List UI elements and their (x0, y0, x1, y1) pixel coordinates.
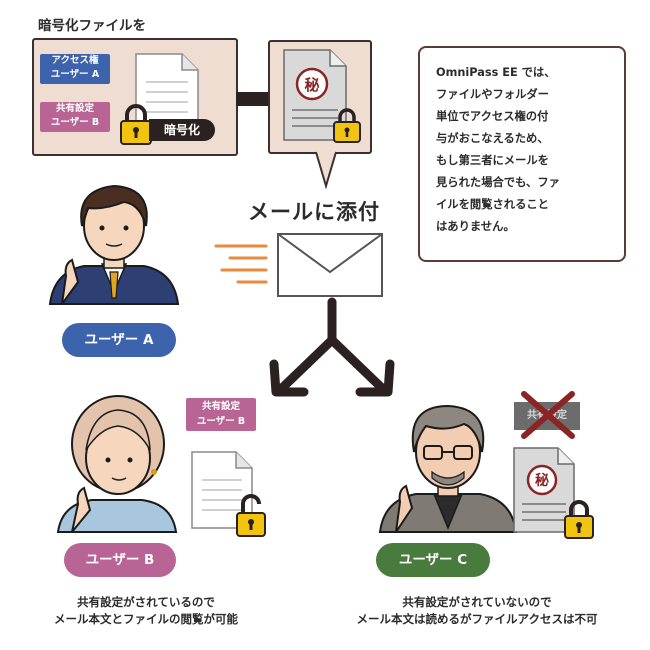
user-c-caption: 共有設定がされていないので メール本文は読めるがファイルアクセスは不可 (318, 594, 636, 628)
access-tag-user-a: アクセス権 ユーザー A (40, 54, 110, 84)
user-c-label: ユーザー C (376, 543, 490, 577)
info-line: イルを閲覧されること (436, 198, 549, 211)
info-line: 単位でアクセス権の付 (436, 110, 549, 123)
shared-tag-line1: 共有設定 (55, 103, 94, 114)
heading-encrypted-file: 暗号化ファイルを (38, 18, 146, 34)
user-c-caption-line1: 共有設定がされていないので (402, 595, 552, 609)
user-b-avatar (56, 395, 178, 533)
encrypted-file-panel: アクセス権 ユーザー A 共有設定 ユーザー B 暗号化 (32, 38, 238, 156)
info-line: 与がおこなえるため、 (436, 132, 549, 145)
user-b-tag-line2: ユーザー B (196, 416, 246, 427)
user-b-tag-line1: 共有設定 (201, 401, 240, 412)
padlock-icon (333, 108, 361, 143)
split-arrow-icon (269, 297, 395, 397)
shared-tag-line2: ユーザー B (50, 117, 100, 128)
encrypt-label: 暗号化 (149, 119, 215, 141)
padlock-icon (120, 104, 152, 145)
secret-mark: 秘 (535, 473, 549, 489)
secret-document-icon (283, 49, 347, 141)
user-b-label: ユーザー B (64, 543, 176, 577)
padlock-icon (564, 500, 594, 539)
connector-bar (236, 92, 270, 106)
info-line: もし第三者にメールを (436, 154, 549, 167)
access-tag-line2: ユーザー A (50, 69, 100, 80)
user-c-caption-line2: メール本文は読めるがファイルアクセスは不可 (356, 612, 598, 626)
access-tag-line1: アクセス権 (51, 55, 99, 66)
info-line: はありません。 (436, 220, 515, 233)
secret-document-icon (513, 447, 575, 533)
user-b-caption-line2: メール本文とファイルの閲覧が可能 (54, 612, 238, 626)
shared-tag-user-b: 共有設定 ユーザー B (40, 102, 110, 132)
user-a-avatar (48, 184, 180, 305)
mail-attach-title: メールに添付 (248, 200, 380, 224)
user-a-label: ユーザー A (62, 323, 176, 357)
padlock-unlocked-icon (236, 494, 266, 537)
document-icon (135, 53, 199, 131)
user-b-caption: 共有設定がされているので メール本文とファイルの閲覧が可能 (18, 594, 274, 628)
secret-mark: 秘 (304, 76, 320, 94)
user-b-caption-line1: 共有設定がされているので (77, 595, 215, 609)
user-c-avatar (378, 404, 518, 533)
info-line: 見られた場合でも、ファ (436, 176, 560, 189)
info-line: ファイルやフォルダー (436, 88, 549, 101)
motion-lines (214, 244, 268, 284)
envelope-icon (277, 233, 383, 297)
user-b-shared-tag: 共有設定 ユーザー B (186, 398, 256, 431)
callout-pointer (315, 149, 337, 190)
info-line: OmniPass EE では、 (436, 66, 556, 79)
cross-mark-icon (521, 391, 575, 439)
info-box: OmniPass EE では、 ファイルやフォルダー 単位でアクセス権の付 与が… (418, 46, 626, 262)
secret-file-panel: 秘 (268, 40, 372, 154)
